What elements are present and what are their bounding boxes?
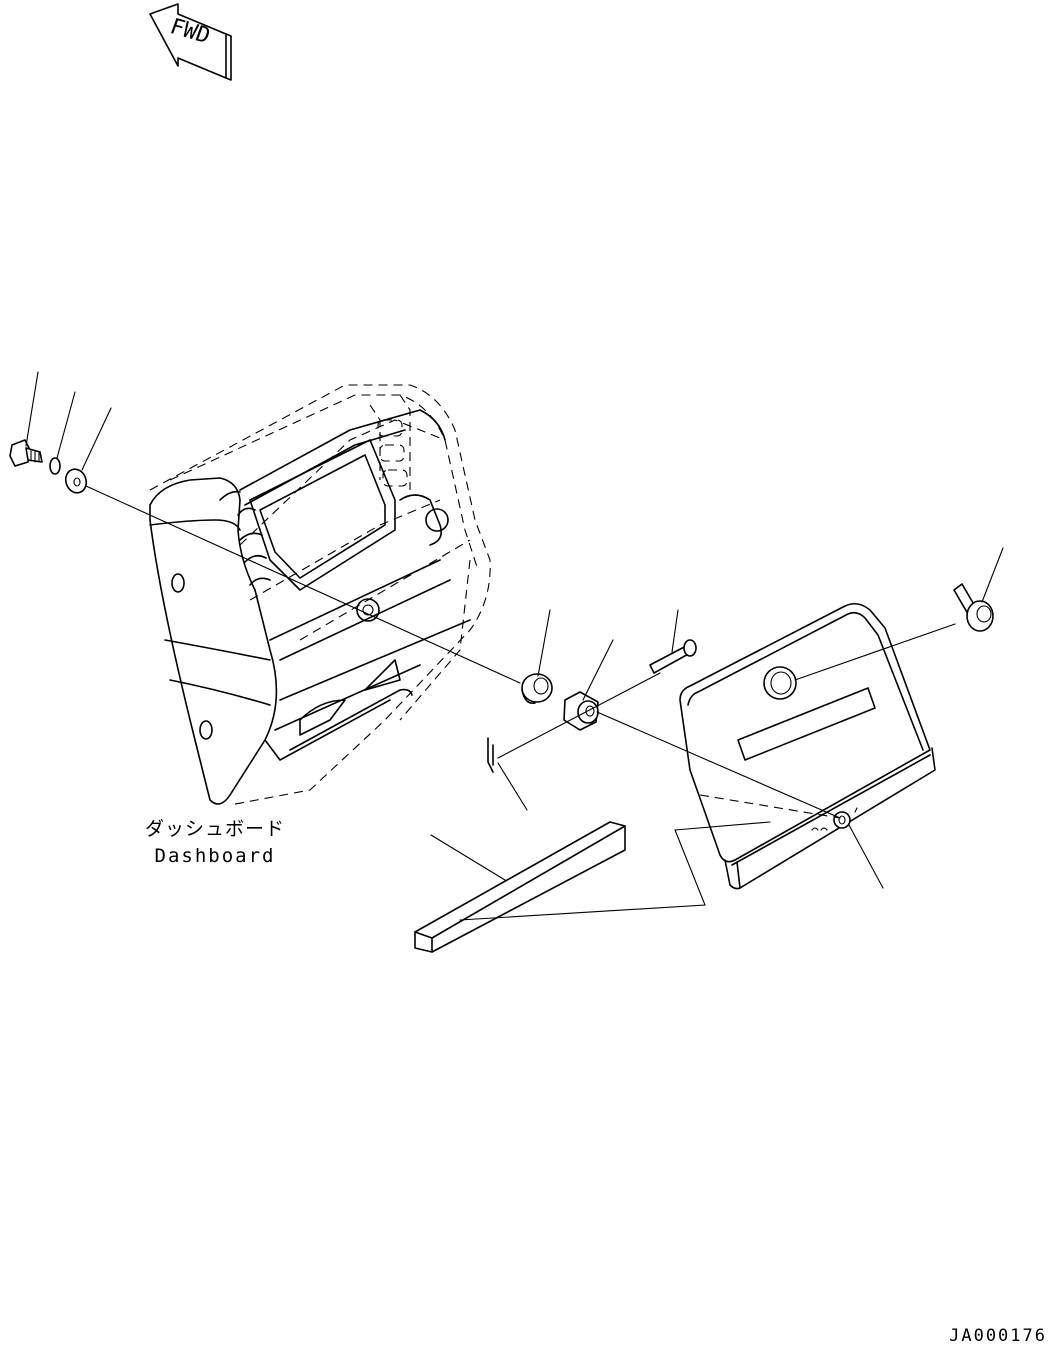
grommet-part: [521, 673, 553, 705]
flat-washer-part: [64, 468, 88, 494]
fwd-arrow-icon: FWD: [149, 3, 232, 81]
dashboard-label-jp: ダッシュボード: [144, 818, 285, 840]
assembly-centerlines: [85, 485, 956, 921]
seal-strip-part: [414, 821, 626, 953]
cover-panel: [679, 602, 936, 890]
dashboard-label-en: Dashboard: [154, 845, 276, 867]
bushing-part: [563, 691, 599, 731]
dashboard-panel: [149, 409, 471, 805]
pin-part: [649, 639, 697, 674]
knob-part: [953, 583, 994, 632]
drawing-code: JA000176: [949, 1326, 1047, 1346]
leader-lines: [25, 371, 1004, 889]
lock-washer-part: [49, 457, 61, 475]
clip-part: [487, 737, 494, 773]
dashboard-outline: [149, 384, 491, 806]
bolt-part: [9, 439, 43, 467]
